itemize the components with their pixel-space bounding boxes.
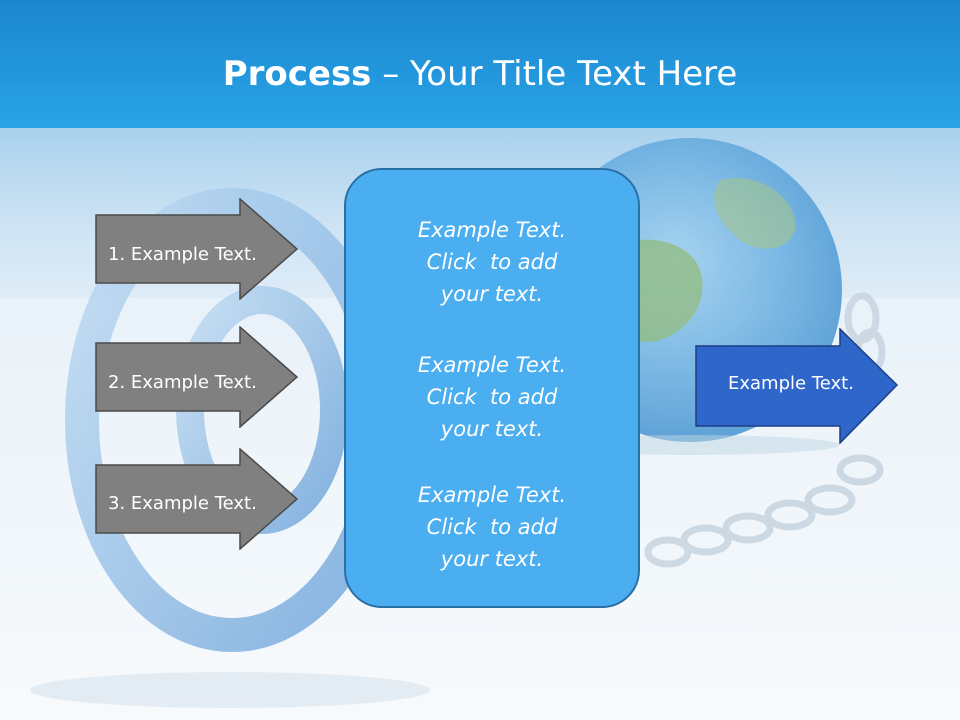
center-paragraph-3: Example Text. Click to add your text. (346, 479, 638, 575)
paragraph-line: Click to add (426, 250, 558, 274)
paragraph-line: Click to add (426, 385, 558, 409)
left-arrow-1-label: 1. Example Text. (108, 244, 257, 265)
paragraph-line: your text. (440, 282, 544, 306)
paragraph-line: Example Text. (417, 353, 567, 377)
paragraph-line: Example Text. (417, 218, 567, 242)
right-arrow-label: Example Text. (728, 373, 854, 394)
title-bar (0, 0, 960, 128)
left-arrow-3[interactable] (95, 448, 300, 550)
center-paragraph-1: Example Text. Click to add your text. (346, 214, 638, 310)
title-bold: Process (222, 54, 372, 94)
left-arrow-2[interactable] (95, 326, 300, 428)
paragraph-line: your text. (440, 547, 544, 571)
paragraph-line: Example Text. (417, 483, 567, 507)
paragraph-line: your text. (440, 417, 544, 441)
slide-title[interactable]: Process – Your Title Text Here (0, 52, 960, 96)
paragraph-line: Click to add (426, 515, 558, 539)
chain-icon (644, 292, 886, 568)
title-rest: – Your Title Text Here (371, 54, 738, 94)
left-arrow-3-label: 3. Example Text. (108, 493, 257, 514)
center-text-box[interactable]: Example Text. Click to add your text. Ex… (344, 168, 640, 608)
left-arrow-1[interactable] (95, 198, 300, 300)
left-arrow-2-label: 2. Example Text. (108, 372, 257, 393)
center-paragraph-2: Example Text. Click to add your text. (346, 349, 638, 445)
right-arrow[interactable] (695, 328, 900, 444)
